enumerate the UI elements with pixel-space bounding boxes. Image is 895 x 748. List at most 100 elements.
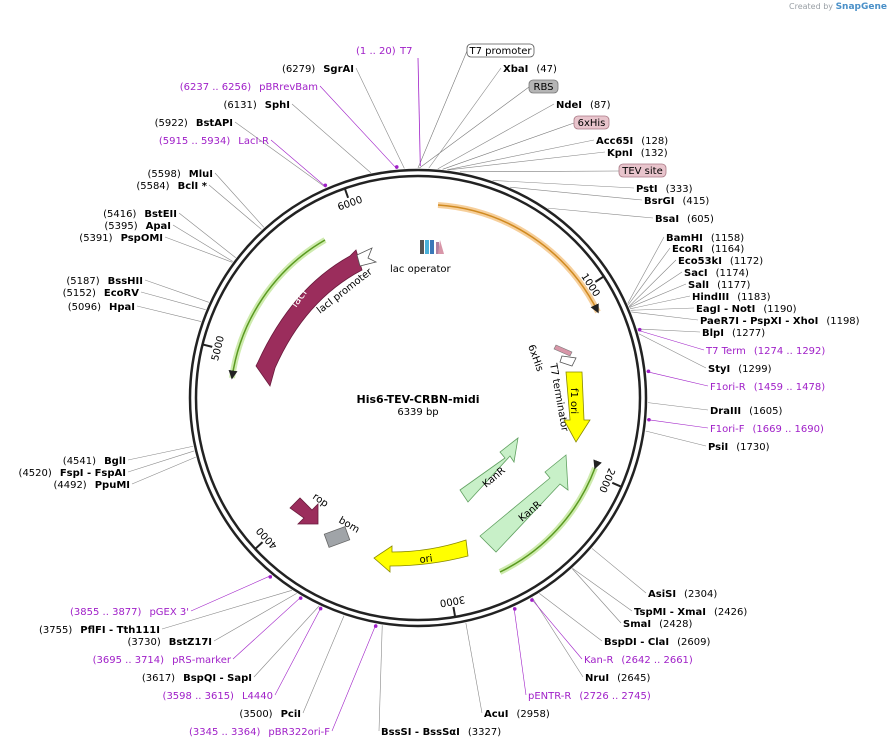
primer-t7: (1 .. 20) T7 [356,46,412,57]
primer-t7-name: T7 [399,46,412,57]
primer-range: (2726 .. 2745) [579,691,651,702]
leader-line [638,333,707,369]
primer-name: L4440 [242,691,273,702]
site-position: (1190) [763,304,796,315]
boxed-label-box [618,163,667,178]
site-label: (3730)BstZ17I [127,637,212,648]
site-name: Eco53kI [678,256,722,267]
site-name: ApaI [146,221,171,232]
primer-name: F1ori-R [710,382,746,393]
site-label: PsiI(1730) [708,442,770,453]
boxed-label-3: 6xHis [578,118,606,129]
site-position: (333) [666,184,693,195]
primer-marker [298,596,303,600]
site-position: (5598) [148,169,181,180]
site-position: (1174) [716,268,749,279]
leader-line [447,139,595,171]
features: lacI lacI promoter lac operator 6xHis T7… [255,240,591,573]
site-position: (3500) [239,709,272,720]
feature-6xhis [553,344,573,357]
site-position: (132) [641,148,668,159]
leader-line [645,430,707,447]
site-position: (2958) [517,709,550,720]
site-position: (1172) [730,256,763,267]
leader-line [572,568,633,612]
site-label: BlpI(1277) [702,328,765,339]
tick-label: 2000 [596,466,616,494]
tick-mark [254,541,264,550]
site-label: EagI - NotI(1190) [696,304,797,315]
leader-line [131,456,196,485]
site-name: AcuI [484,709,509,720]
tick-label: 3000 [439,593,466,608]
site-position: (5584) [136,181,169,192]
site-name: BsaI [655,214,679,225]
feature-f1-ori [563,371,591,443]
snapgene-brand: Created by SnapGene [789,2,887,12]
site-name: PciI [281,709,301,720]
site-position: (5187) [66,276,99,287]
site-position: (2304) [684,589,717,600]
tick-mark [343,188,350,199]
leader-line [140,291,206,310]
tick-mark [202,343,213,348]
site-name: EcoRV [104,288,139,299]
site-name: KpnI [607,148,633,159]
right-site-labels: XbaI(47)NdeI(87)Acc65I(128)KpnI(132)PstI… [381,64,860,738]
leader-line [437,103,555,170]
leader-line [539,593,603,642]
site-label: (4492)PpuMI [53,480,130,491]
site-name: BclI * [178,181,208,192]
primer-name: LacI-R [238,136,269,147]
leader-line [447,151,606,171]
boxed-label-1: T7 promoter [468,46,532,57]
leader-line [319,85,398,170]
feature-lac-operator [420,240,444,254]
site-position: (1605) [749,406,782,417]
site-label: (5584) BclI * [136,181,207,192]
site-name: BspQI - SapI [183,673,252,684]
primer-label: (3855 .. 3877)pGEX 3' [70,607,189,618]
site-label: (3755)PflFI - Tth111I [39,625,160,636]
primer-name: Kan-R [584,655,613,666]
site-position: (4492) [53,480,86,491]
feature-f1-ori-label: f1 ori [568,388,579,414]
site-position: (3617) [142,673,175,684]
primer-range: (1459 .. 1478) [754,382,826,393]
site-position: (5152) [63,288,96,299]
site-label: (5152) EcoRV [63,288,140,299]
site-name: SgrAI [323,64,354,75]
leader-line [178,212,236,258]
leader-line [530,598,583,660]
site-label: BssSI - BssSαI(3327) [381,727,501,738]
feature-bom [323,526,351,548]
leader-line [378,625,383,732]
site-position: (3327) [468,727,501,738]
leader-line [419,86,530,169]
site-position: (1277) [732,328,765,339]
leader-line [417,50,468,169]
leader-line [127,450,195,473]
primer-marker [637,327,642,332]
site-position: (5922) [155,118,188,129]
site-name: XbaI [503,64,528,75]
leader-line [144,279,209,303]
site-name: EcoRI [672,244,703,255]
site-label: AsiSI(2304) [648,589,717,600]
boxed-label-box [466,43,535,58]
site-position: (1177) [717,280,750,291]
leader-line [355,67,405,169]
site-name: PflFI - Tth111I [80,625,160,636]
leader-line [492,180,635,189]
site-name: MluI [189,169,213,180]
leader-line [532,597,584,678]
site-name: NruI [585,673,609,684]
feature-lac-operator-label: lac operator [390,264,451,275]
leader-line [646,371,709,387]
leader-line [214,172,265,228]
leader-line [302,615,345,714]
right-primer-labels: T7 Term(1274 .. 1292)F1ori-R(1459 .. 147… [512,327,826,702]
site-label: (5416)BstEII [103,209,177,220]
site-name: HpaI [109,302,135,313]
leader-line [234,121,326,188]
